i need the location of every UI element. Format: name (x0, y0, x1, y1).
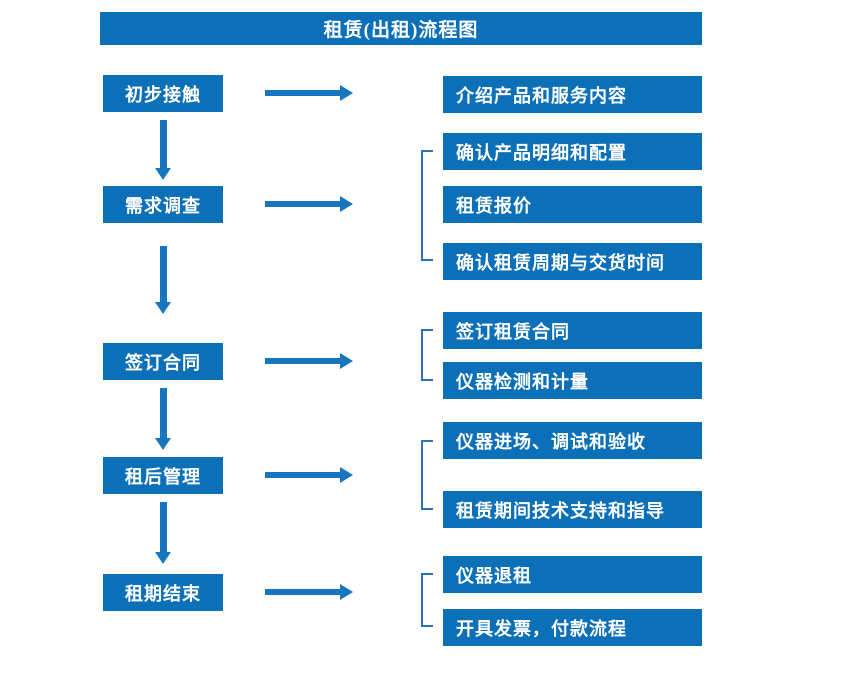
output-box-introduce-products: 介绍产品和服务内容 (443, 76, 702, 113)
output-box-confirm-product-details: 确认产品明细和配置 (443, 133, 702, 170)
output-box-sign-rental-contract: 签订租赁合同 (443, 312, 702, 349)
output-box-instrument-testing: 仪器检测和计量 (443, 362, 702, 399)
right-arrow-icon (265, 584, 353, 600)
stage-box-rental-end: 租期结束 (103, 574, 223, 611)
stage-box-initial-contact: 初步接触 (103, 75, 223, 112)
stage-box-demand-survey: 需求调查 (103, 186, 223, 223)
output-box-instrument-setup-acceptance: 仪器进场、调试和验收 (443, 422, 702, 459)
stage-box-sign-contract: 签订合同 (103, 343, 223, 380)
down-arrow-icon (155, 388, 172, 450)
right-arrow-icon (265, 196, 353, 212)
flowchart-title: 租赁(出租)流程图 (100, 12, 702, 45)
down-arrow-icon (155, 246, 172, 314)
stage-box-post-rental-management: 租后管理 (103, 457, 223, 494)
group-bracket (421, 329, 433, 381)
right-arrow-icon (265, 467, 353, 483)
output-box-confirm-rental-period: 确认租赁周期与交货时间 (443, 243, 702, 280)
output-box-invoice-payment: 开具发票，付款流程 (443, 609, 702, 646)
output-box-rental-quote: 租赁报价 (443, 186, 702, 223)
output-box-technical-support: 租赁期间技术支持和指导 (443, 491, 702, 528)
down-arrow-icon (155, 120, 172, 180)
right-arrow-icon (265, 353, 353, 369)
group-bracket (421, 440, 433, 510)
group-bracket (421, 150, 433, 261)
output-box-instrument-return: 仪器退租 (443, 556, 702, 593)
down-arrow-icon (155, 502, 172, 564)
group-bracket (421, 573, 433, 627)
right-arrow-icon (265, 85, 353, 101)
